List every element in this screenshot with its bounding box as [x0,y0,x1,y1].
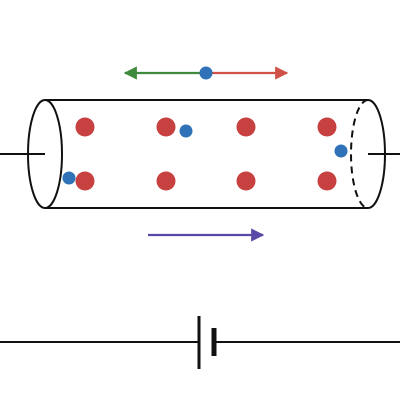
electron-on-arrow [199,66,213,80]
positive-ion-1-1 [75,117,95,137]
cylinder-right-end-back [350,99,369,209]
positive-ion-2-3 [236,171,256,191]
positive-ion-2-1 [75,171,95,191]
cylinder-left-end [27,99,63,209]
positive-ion-1-4 [317,117,337,137]
cylinder-right-end-front [367,99,386,209]
battery-circuit [0,316,400,369]
free-electron-3 [62,171,76,185]
top-velocity-arrows [123,66,289,80]
free-electrons [62,124,348,185]
free-electron-2 [334,144,348,158]
positive-ion-lattice [75,117,337,191]
positive-ion-2-4 [317,171,337,191]
conductor-cylinder [27,99,386,209]
positive-ion-2-2 [156,171,176,191]
free-electron-1 [179,124,193,138]
positive-ion-1-2 [156,117,176,137]
positive-ion-1-3 [236,117,256,137]
